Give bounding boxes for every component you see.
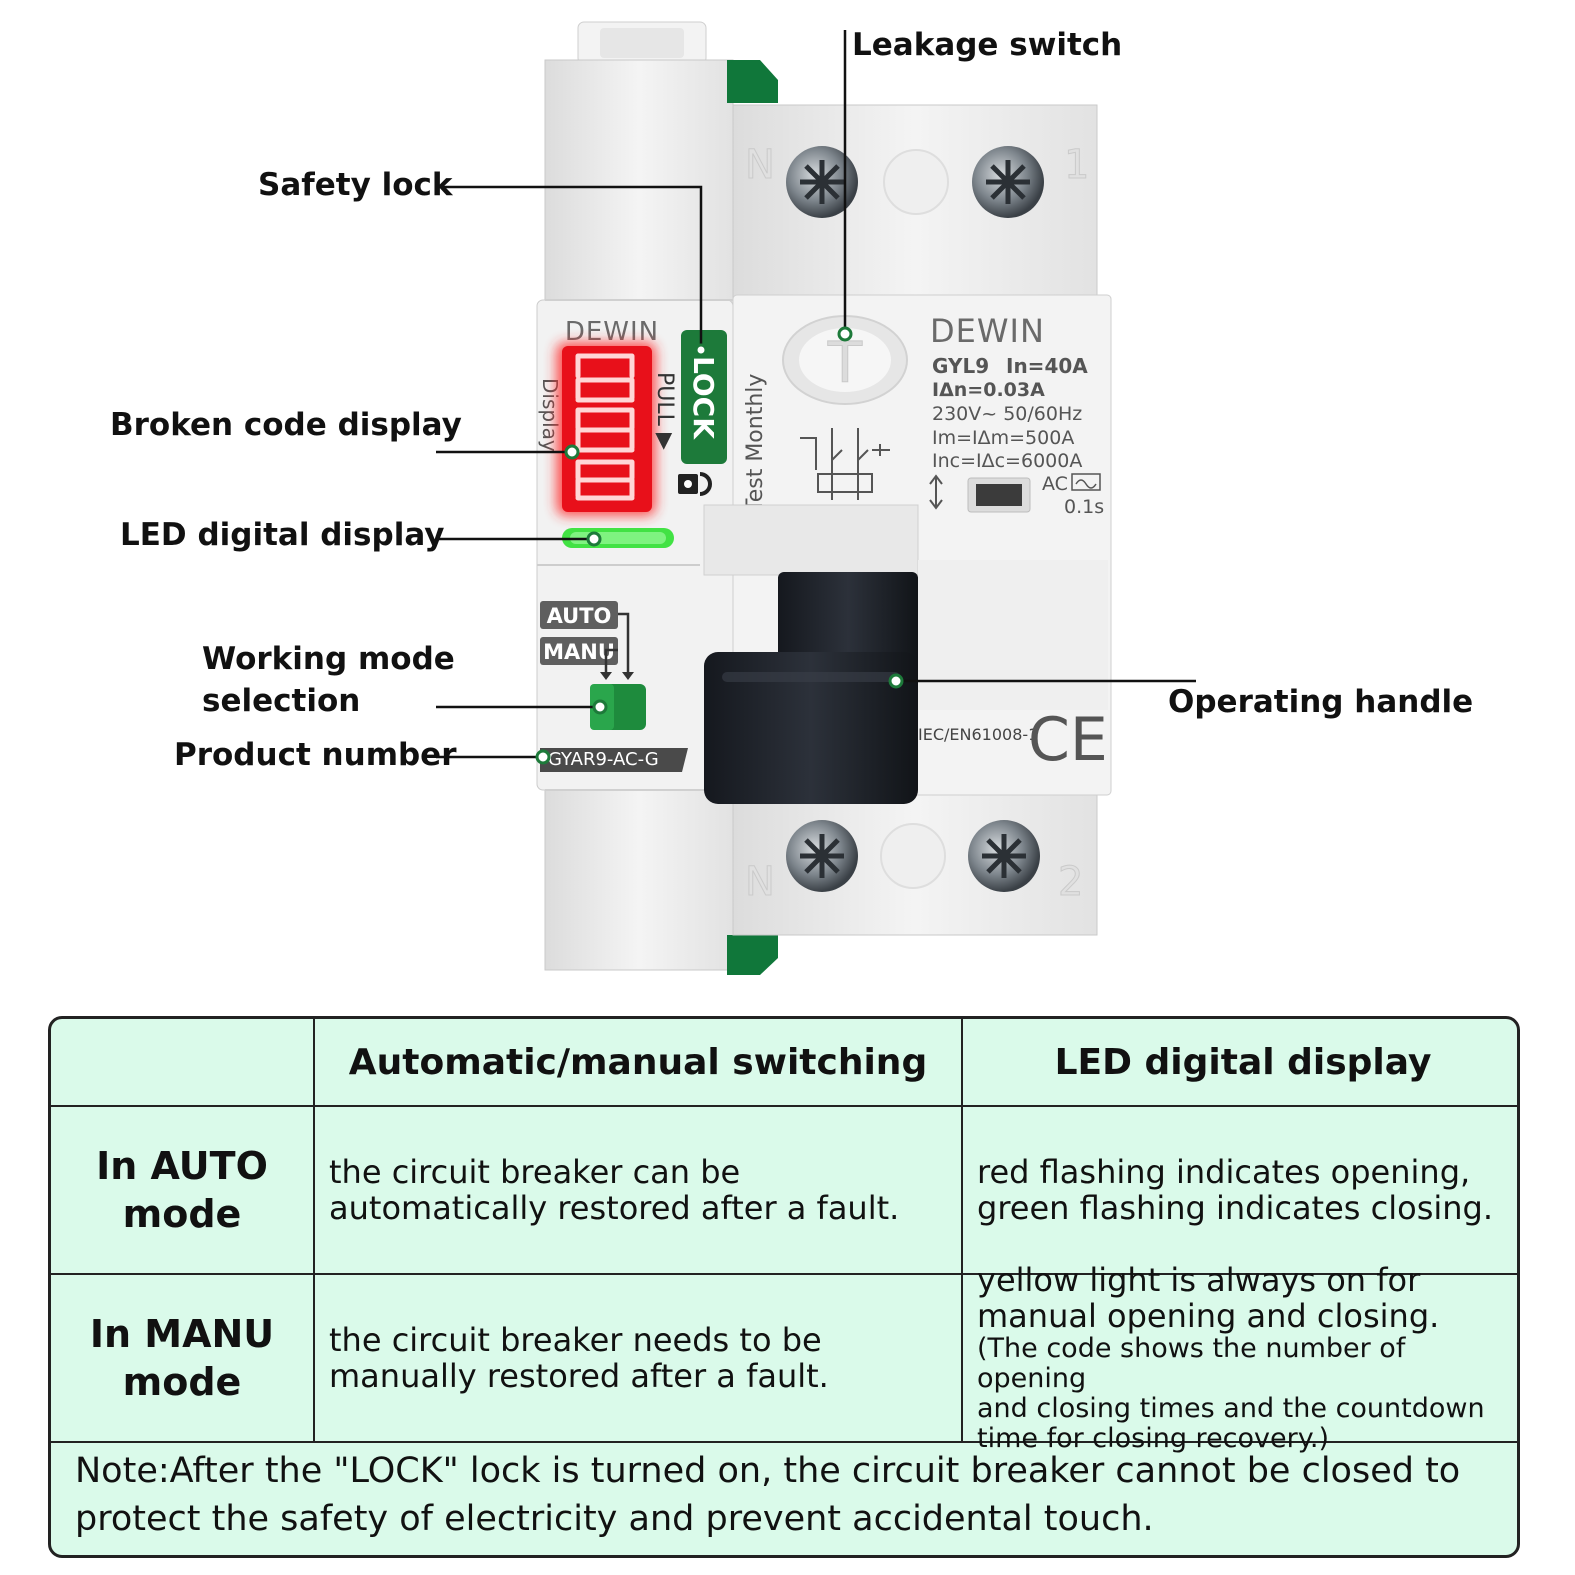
row-auto-head-line1: In AUTO	[96, 1144, 268, 1188]
terminal-top-left-label: N	[745, 142, 775, 188]
row-auto-led: red flashing indicates opening, green fl…	[963, 1107, 1517, 1273]
callout-working-mode-line2: selection	[202, 683, 361, 719]
row-manu-head-line1: In MANU	[89, 1312, 275, 1356]
handle-housing	[703, 504, 919, 576]
spec-type: AC	[1042, 473, 1068, 495]
green-clip-bottom	[727, 935, 778, 975]
terminal-top-middle	[883, 149, 949, 215]
terminal-bottom-left-label: N	[745, 859, 775, 905]
callout-product-number: Product number	[174, 737, 457, 773]
mode-auto-label: AUTO	[547, 604, 612, 628]
spec-inc: Inc=IΔc=6000A	[932, 450, 1082, 472]
padlock-icon	[678, 472, 712, 496]
lock-lever[interactable]	[681, 330, 727, 464]
leader-lines	[436, 30, 1196, 759]
digit-2	[575, 407, 635, 453]
leader-dots	[535, 326, 904, 765]
table-header-empty	[51, 1019, 313, 1105]
row-auto-switching: the circuit breaker can be automatically…	[315, 1107, 961, 1273]
operating-handle[interactable]	[704, 652, 918, 804]
circuit-schematic-icon	[800, 428, 890, 500]
table-vline-2	[961, 1019, 963, 1443]
green-clip-top	[727, 60, 778, 103]
row-manu-led: yellow light is always on for manual ope…	[963, 1262, 1517, 1454]
seven-seg-digits	[575, 353, 635, 501]
spec-voltage: 230V~ 50/60Hz	[932, 403, 1082, 425]
row-manu-led-note3: time for closing recovery.)	[977, 1423, 1329, 1454]
table-note-line1: Note:After the "LOCK" lock is turned on,…	[75, 1451, 1461, 1491]
mode-manu-badge	[540, 637, 618, 665]
row-manu-led-line1: yellow light is always on for	[977, 1261, 1421, 1299]
callout-led-digital-display: LED digital display	[120, 517, 445, 553]
table-hline-2	[51, 1273, 1517, 1275]
ac-wave-icon	[1071, 473, 1101, 491]
table-hline-1	[51, 1105, 1517, 1107]
lock-label: LOCK	[687, 356, 720, 440]
mode-comparison-table: Automatic/manual switching LED digital d…	[48, 1016, 1520, 1558]
terminal-top-right-label: 1	[1064, 142, 1089, 188]
pull-label: PULL ▶	[652, 372, 677, 450]
row-auto-switching-line1: the circuit breaker can be	[329, 1153, 741, 1191]
row-manu-led-line2: manual opening and closing.	[977, 1297, 1440, 1335]
spec-standard: IEC/EN61008-1	[918, 725, 1038, 744]
callout-operating-handle: Operating handle	[1168, 684, 1474, 720]
spec-leak-current: IΔn=0.03A	[932, 379, 1045, 401]
row-auto-head: In AUTO mode	[51, 1107, 313, 1273]
mode-manu-label: MANU	[543, 640, 615, 664]
leader-safety-lock	[436, 185, 703, 350]
table-header-switching: Automatic/manual switching	[348, 1041, 928, 1083]
brand-right: DEWIN	[930, 312, 1045, 350]
row-auto-head-line2: mode	[122, 1192, 242, 1236]
terminal-bottom-right-label: 2	[1058, 859, 1083, 905]
breaker-illustration: DEWIN Display PULL ▶ LOCK AUTO MANU GYAR…	[436, 21, 1196, 975]
test-monthly-label: Test Monthly	[743, 374, 768, 513]
test-button-letter: T	[827, 331, 863, 396]
mode-auto-badge	[540, 601, 618, 629]
table-note-line2: protect the safety of electricity and pr…	[75, 1499, 1154, 1539]
table-vline-1	[313, 1019, 315, 1443]
row-auto-switching-line2: automatically restored after a fault.	[329, 1189, 900, 1227]
digit-3	[575, 459, 635, 501]
spec-rated-current: In=40A	[1006, 354, 1088, 378]
callout-working-mode-line1: Working mode	[202, 641, 455, 677]
row-manu-led-note2: and closing times and the countdown	[977, 1393, 1485, 1424]
ce-mark: CE	[1028, 705, 1108, 775]
table-header-led: LED digital display	[1054, 1041, 1432, 1083]
product-number-strip	[540, 748, 688, 772]
arrow-updown-icon	[929, 474, 943, 510]
row-manu-led-note1: (The code shows the number of opening	[977, 1333, 1406, 1394]
digit-1	[575, 353, 635, 403]
callout-safety-lock: Safety lock	[258, 167, 453, 203]
row-manu-head-line2: mode	[122, 1360, 242, 1404]
row-auto-led-line1: red flashing indicates opening,	[977, 1153, 1471, 1191]
row-manu-switching-line1: the circuit breaker needs to be	[329, 1321, 822, 1359]
spec-model: GYL9	[932, 354, 989, 378]
row-manu-switching-line2: manually restored after a fault.	[329, 1357, 829, 1395]
terminal-bottom-middle	[880, 823, 946, 889]
table-note: Note:After the "LOCK" lock is turned on,…	[75, 1447, 1505, 1543]
row-manu-switching: the circuit breaker needs to be manually…	[315, 1275, 961, 1441]
table-hline-3	[51, 1441, 1517, 1443]
callout-broken-code-display: Broken code display	[110, 407, 462, 443]
spec-im: Im=IΔm=500A	[932, 427, 1074, 449]
din-clip-top-detail	[600, 28, 684, 58]
product-number-label: GYAR9-AC-G	[548, 749, 659, 770]
row-manu-head: In MANU mode	[51, 1275, 313, 1441]
callout-leakage-switch: Leakage switch	[852, 27, 1123, 63]
row-auto-led-line2: green flashing indicates closing.	[977, 1189, 1494, 1227]
spec-time: 0.1s	[1064, 496, 1104, 518]
